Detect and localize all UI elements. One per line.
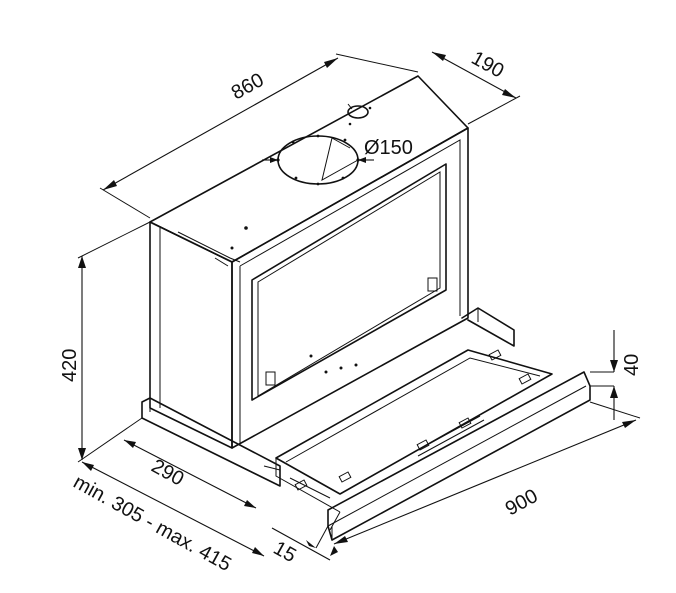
dim-label-15: 15 [270, 537, 300, 567]
dim-label-420: 420 [59, 349, 81, 382]
dim-label-diameter: Ø150 [364, 137, 413, 159]
dim-label-extension-range: min. 305 - max. 415 [70, 471, 235, 576]
front-visor [327, 371, 591, 541]
dim-label-900: 900 [502, 485, 542, 520]
dim-label-40: 40 [621, 354, 643, 376]
filter-panel [251, 163, 447, 401]
dim-label-290: 290 [148, 455, 188, 490]
hood-base [141, 397, 281, 487]
dim-label-190: 190 [468, 47, 508, 82]
small-outlet [347, 105, 369, 119]
duct-opening [277, 135, 359, 185]
hood-left-side [149, 221, 233, 449]
duct-outlet [262, 103, 374, 186]
filter-clip-right [427, 277, 438, 292]
hood-front-face [231, 127, 469, 449]
hood-top-face [149, 75, 469, 263]
hood-body [149, 75, 469, 449]
dim-label-860: 860 [228, 69, 268, 104]
filter-clip-left [265, 371, 276, 386]
tray-body [275, 349, 553, 495]
dimension-lines [77, 51, 641, 561]
